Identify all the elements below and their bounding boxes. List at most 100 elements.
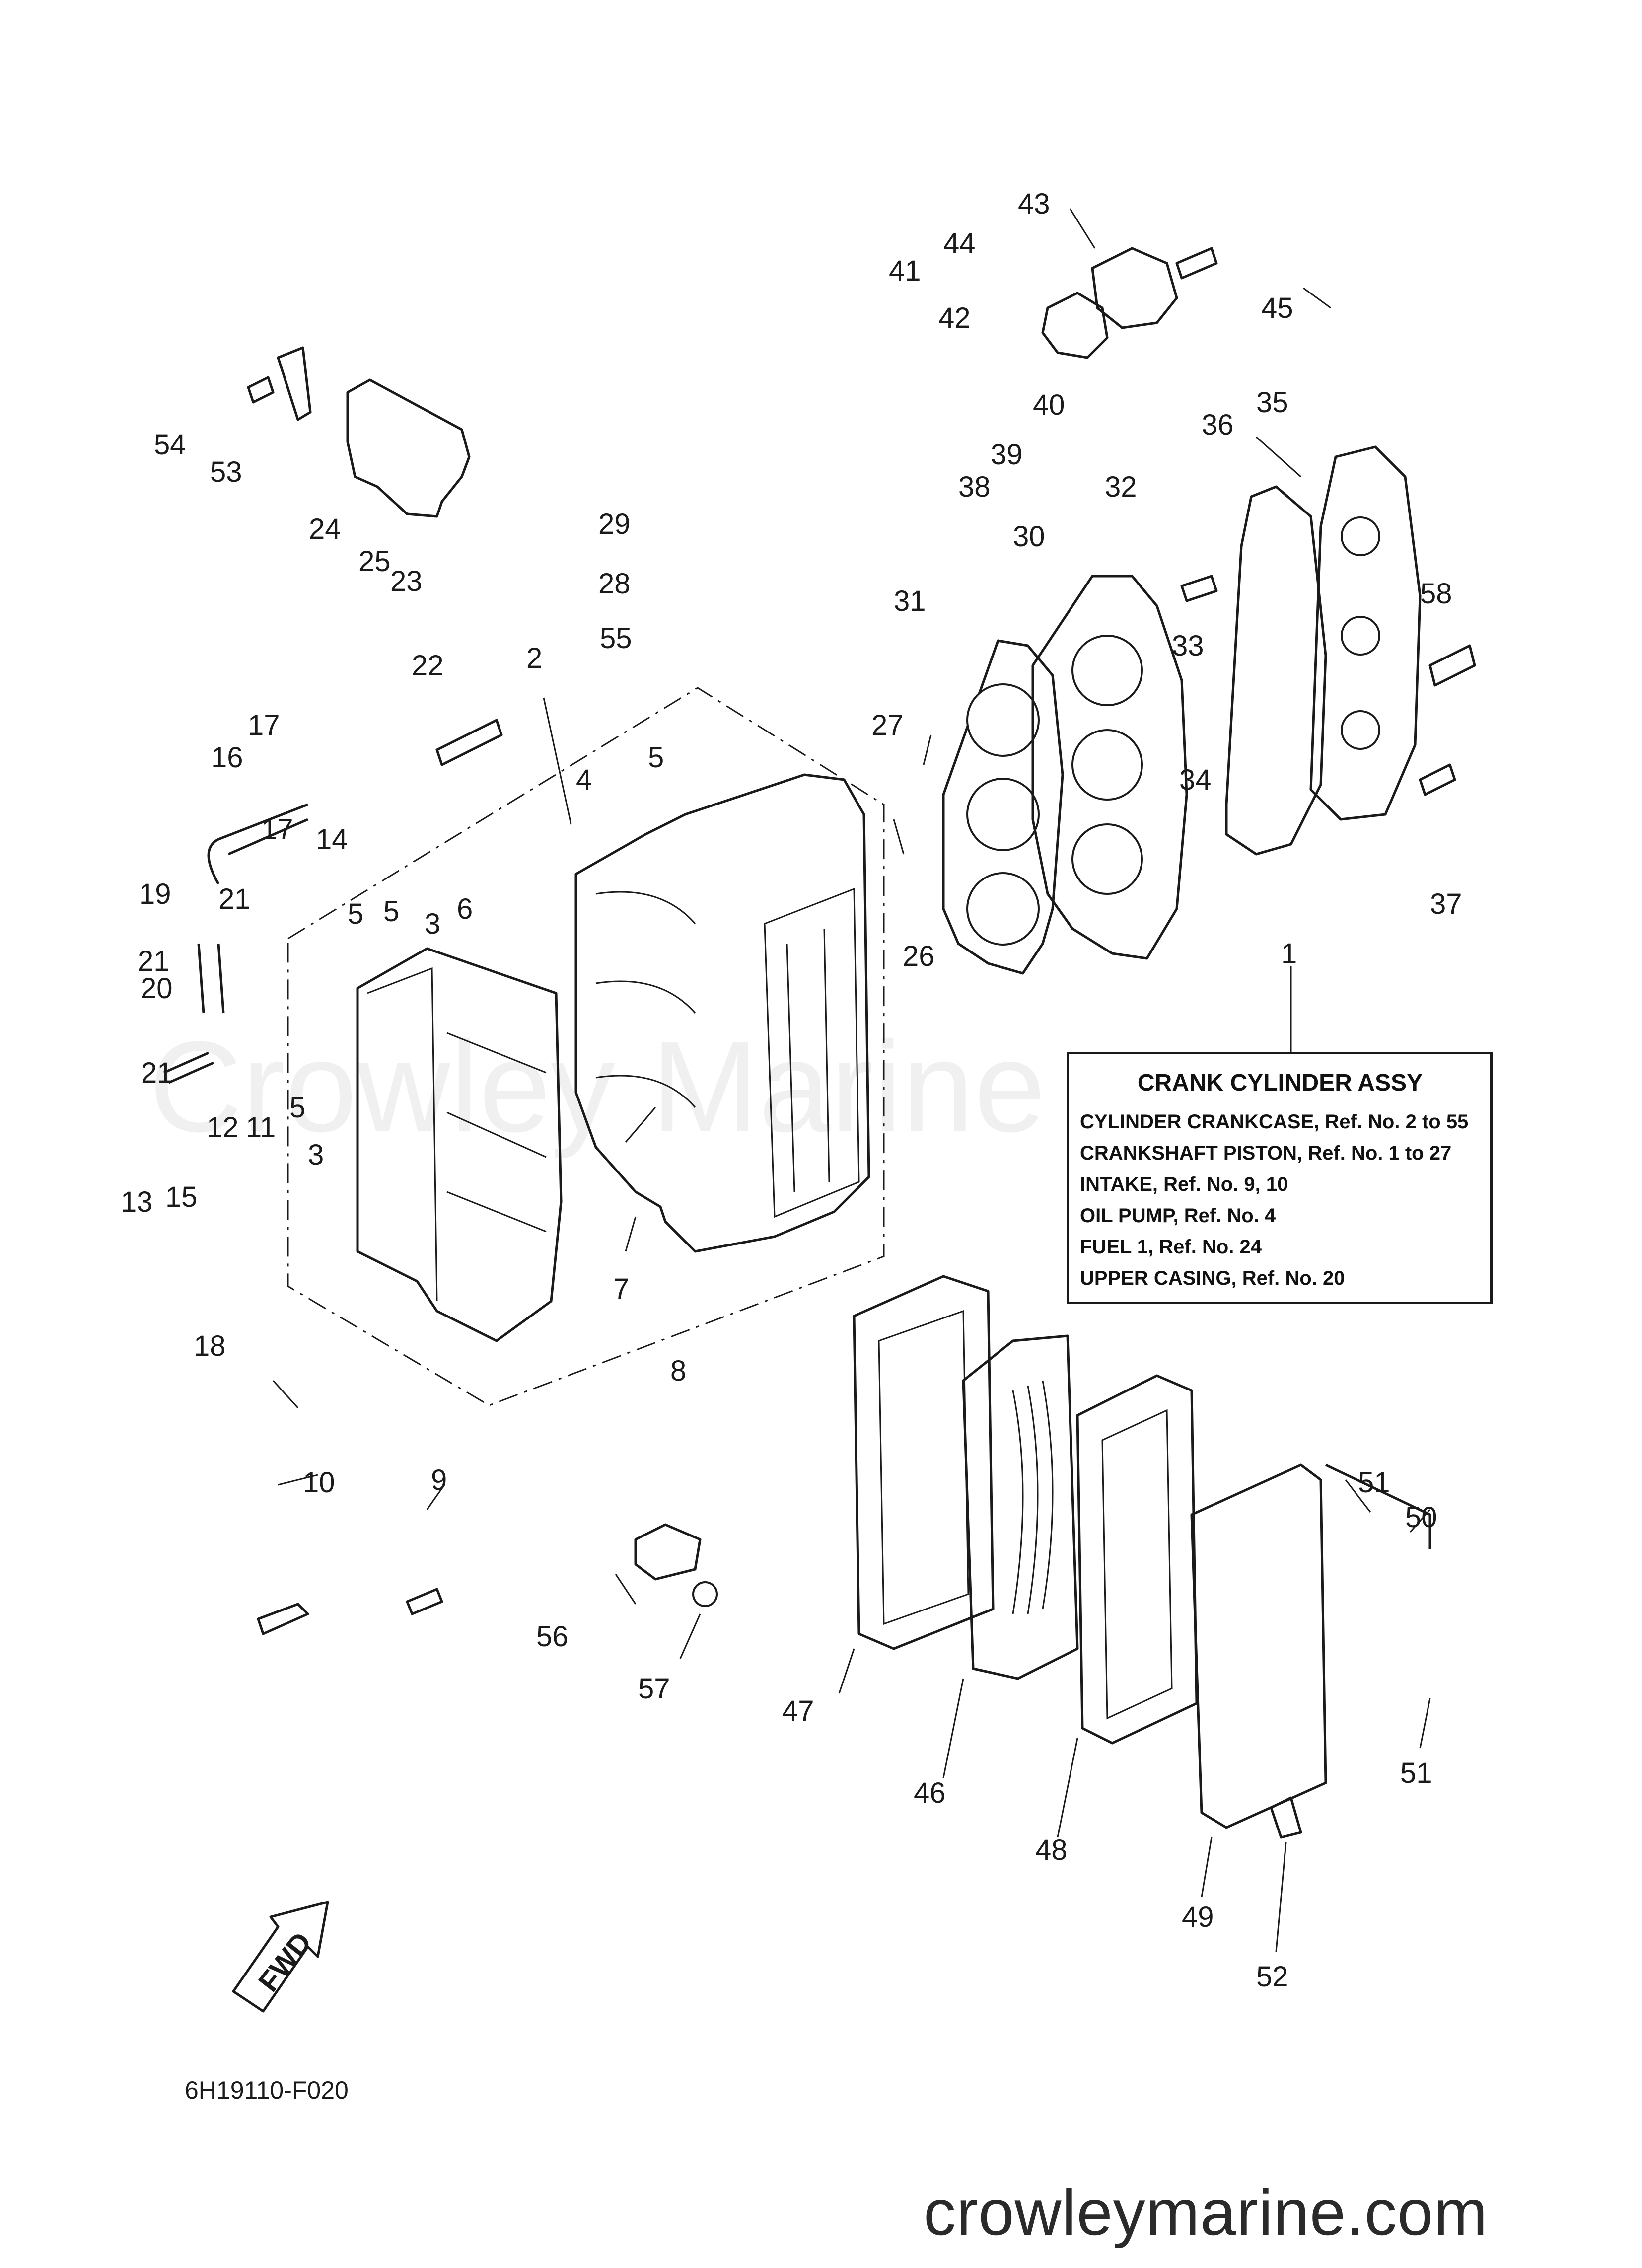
assembly-ref-line: CYLINDER CRANKCASE, Ref. No. 2 to 55: [1080, 1111, 1469, 1133]
cylinder-block-face: [764, 887, 860, 1218]
callout-number: 5: [648, 741, 664, 774]
callout-number: 5: [348, 898, 363, 930]
callout-number: 5: [383, 895, 399, 928]
gasket-bore-3: [966, 872, 1040, 946]
head-cover-gasket: [1225, 485, 1327, 856]
gasket-bore-1: [966, 683, 1040, 757]
assembly-title: CRANK CYLINDER ASSY: [1137, 1070, 1423, 1096]
callout-number: 36: [1202, 409, 1234, 441]
exhaust-inner-gasket: [853, 1275, 995, 1650]
bolt-group: [163, 247, 1476, 1839]
callout-number: 46: [914, 1777, 946, 1809]
callout-number: 54: [154, 429, 186, 461]
callout-number: 58: [1420, 578, 1452, 610]
crank-bores: [595, 891, 696, 1108]
callout-number: 22: [412, 650, 444, 682]
assembly-ref-line: FUEL 1, Ref. No. 24: [1080, 1236, 1262, 1258]
assembly-reference-box: CRANK CYLINDER ASSY CYLINDER CRANKCASE, …: [1067, 1052, 1493, 1304]
callout-number: 18: [194, 1330, 226, 1362]
exhaust-outer-gasket: [1076, 1374, 1198, 1745]
callout-number: 2: [526, 642, 542, 674]
callout-number: 49: [1182, 1901, 1214, 1933]
callout-number: 1: [1281, 938, 1297, 970]
callout-number: 21: [141, 1057, 173, 1089]
callout-number: 51: [1400, 1757, 1432, 1789]
callout-number: 51: [1358, 1466, 1390, 1499]
callout-number: 37: [1430, 888, 1462, 920]
manifold-fins: [1012, 1380, 1054, 1614]
callout-number: 31: [894, 585, 926, 617]
callout-number: 21: [138, 945, 170, 977]
thermostat-cover: [1091, 247, 1178, 329]
callout-number: 44: [943, 227, 976, 260]
callout-number: 47: [782, 1695, 814, 1727]
callout-number: 32: [1105, 471, 1137, 503]
callout-number: 16: [211, 741, 243, 774]
callout-number: 4: [576, 764, 592, 796]
thermostat-gasket: [1041, 292, 1109, 359]
assembly-ref-line: CRANKSHAFT PISTON, Ref. No. 1 to 27: [1080, 1142, 1452, 1164]
leader-lines: [272, 208, 1431, 1952]
water-hose-50: [1325, 1463, 1431, 1549]
callout-number: 42: [938, 302, 971, 334]
assembly-ref-line: OIL PUMP, Ref. No. 4: [1080, 1205, 1276, 1227]
bracket-tab: [277, 346, 312, 421]
callout-number: 20: [141, 972, 173, 1005]
assembly-ref-line: UPPER CASING, Ref. No. 20: [1080, 1267, 1345, 1289]
callout-number: 14: [316, 823, 348, 856]
callout-number: 11: [246, 1111, 276, 1144]
callout-number: 28: [598, 568, 631, 600]
callout-number: 38: [958, 471, 991, 503]
head-chamber-1: [1071, 635, 1143, 706]
callout-number: 9: [431, 1464, 447, 1496]
assembly-outline: [287, 687, 885, 1406]
callout-number: 57: [638, 1673, 670, 1705]
callout-number: 48: [1035, 1834, 1068, 1866]
callout-number: 34: [1179, 764, 1212, 796]
site-watermark: crowleymarine.com: [924, 2176, 1488, 2249]
callout-number: 50: [1405, 1501, 1437, 1534]
gasket-bore-2: [966, 778, 1040, 851]
forward-arrow-icon: [232, 1901, 329, 2013]
callout-number: 26: [903, 940, 935, 972]
callout-number: 29: [598, 508, 631, 540]
upper-casing-hose: [197, 943, 225, 1014]
callout-number: 3: [308, 1139, 324, 1171]
head-gasket: [942, 639, 1064, 975]
crankcase: [356, 947, 563, 1342]
callout-number: 35: [1256, 386, 1288, 419]
callout-number: 17: [248, 709, 280, 741]
callout-labels: 1 2 3 3 4 5 5 5 5 6 7 8 9 10 11 12 13 14…: [121, 188, 1462, 1993]
cover-boss-2: [1341, 616, 1380, 656]
callout-number: 30: [1013, 520, 1045, 553]
callout-number: 21: [218, 883, 251, 915]
callout-number: 12: [207, 1111, 239, 1144]
callout-number: 41: [889, 255, 921, 287]
callout-number: 13: [121, 1186, 153, 1218]
diagram-code: 6H19110-F020: [185, 2076, 349, 2104]
callout-number: 8: [670, 1355, 686, 1387]
anode-plug: [692, 1581, 718, 1607]
callout-number: 43: [1018, 188, 1050, 220]
cylinder-block: [574, 773, 870, 1253]
callout-number: 52: [1256, 1961, 1288, 1993]
callout-number: 24: [309, 513, 341, 545]
upper-casing-bracket: [346, 378, 471, 518]
fwd-label: FWD: [252, 1926, 318, 1998]
callout-number: 25: [358, 545, 391, 578]
callout-number: 5: [289, 1092, 305, 1124]
exhaust-manifold: [962, 1334, 1079, 1680]
head-cover: [1309, 445, 1422, 821]
faint-watermark: Crowley Marine: [149, 1015, 1046, 1159]
callout-number: 19: [139, 878, 171, 910]
exhaust-inner-gasket-slot: [878, 1310, 969, 1625]
head-chamber-2: [1071, 729, 1143, 801]
callout-number: 39: [991, 439, 1023, 471]
callout-number: 56: [536, 1620, 569, 1653]
callout-number: 40: [1033, 389, 1065, 421]
callout-number: 15: [165, 1181, 198, 1213]
head-chamber-3: [1071, 823, 1143, 895]
exhaust-cover: [1190, 1463, 1327, 1829]
callout-number: 3: [425, 908, 440, 940]
